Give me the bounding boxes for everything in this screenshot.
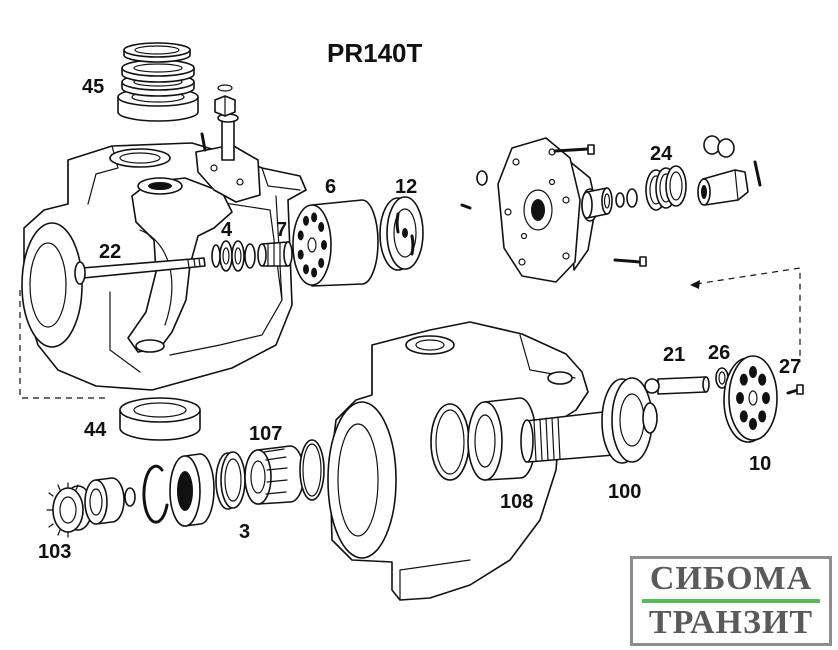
part-22-through-bolt — [74, 257, 206, 285]
callout-108: 108 — [500, 491, 533, 513]
logo-line-1: СИБОМА — [649, 560, 813, 597]
part-10-retainer-plate — [723, 355, 778, 443]
callout-27: 27 — [779, 356, 801, 378]
callout-12: 12 — [395, 176, 417, 198]
part-44-bearing — [119, 397, 201, 441]
callout-6: 6 — [325, 176, 336, 198]
cover-bolt-bottom — [613, 256, 647, 267]
callout-4: 4 — [221, 219, 233, 241]
part-27-screw — [786, 384, 804, 395]
assembly-guide-lines — [19, 267, 801, 399]
part-7-sleeve — [257, 241, 293, 267]
housing-gasket — [430, 403, 470, 481]
logo-line-2: ТРАНЗИТ — [648, 604, 814, 641]
callout-107: 107 — [249, 423, 282, 445]
callout-3: 3 — [239, 521, 250, 543]
callout-45: 45 — [82, 76, 104, 98]
part-3-ring — [215, 451, 246, 510]
part-21-piston — [644, 376, 710, 395]
callout-103: 103 — [38, 541, 71, 563]
part-24-fitting-set — [581, 135, 762, 219]
shaft-seal-housing — [169, 453, 215, 527]
adjuster-nut — [214, 84, 236, 117]
callout-10: 10 — [749, 453, 771, 475]
company-logo: СИБОМА ТРАНЗИТ — [630, 556, 832, 646]
part-6-cylinder-block — [292, 199, 379, 287]
part-4-washers — [211, 240, 256, 272]
logo-accent-bar — [642, 599, 820, 603]
part-107-roller-bearing — [244, 445, 305, 505]
circlip — [142, 464, 169, 524]
callout-7: 7 — [276, 219, 287, 241]
shaft-o-ring — [124, 487, 136, 507]
part-45-thrust-bearing-stack — [117, 42, 199, 122]
callout-44: 44 — [84, 419, 107, 441]
part-12-valve-plate — [379, 196, 424, 271]
diagram-title: PR140T — [327, 38, 422, 68]
cover-bolt-top — [553, 144, 595, 155]
callout-100: 100 — [608, 481, 641, 503]
part-100-drive-shaft — [520, 377, 658, 464]
shaft-washer — [84, 477, 125, 525]
callout-26: 26 — [708, 342, 730, 364]
callout-21: 21 — [663, 344, 685, 366]
locating-pin — [460, 203, 472, 210]
callout-22: 22 — [99, 241, 121, 263]
bearing-spacer-ring — [299, 439, 325, 501]
cover-o-ring — [476, 170, 488, 186]
callout-24: 24 — [650, 143, 673, 165]
